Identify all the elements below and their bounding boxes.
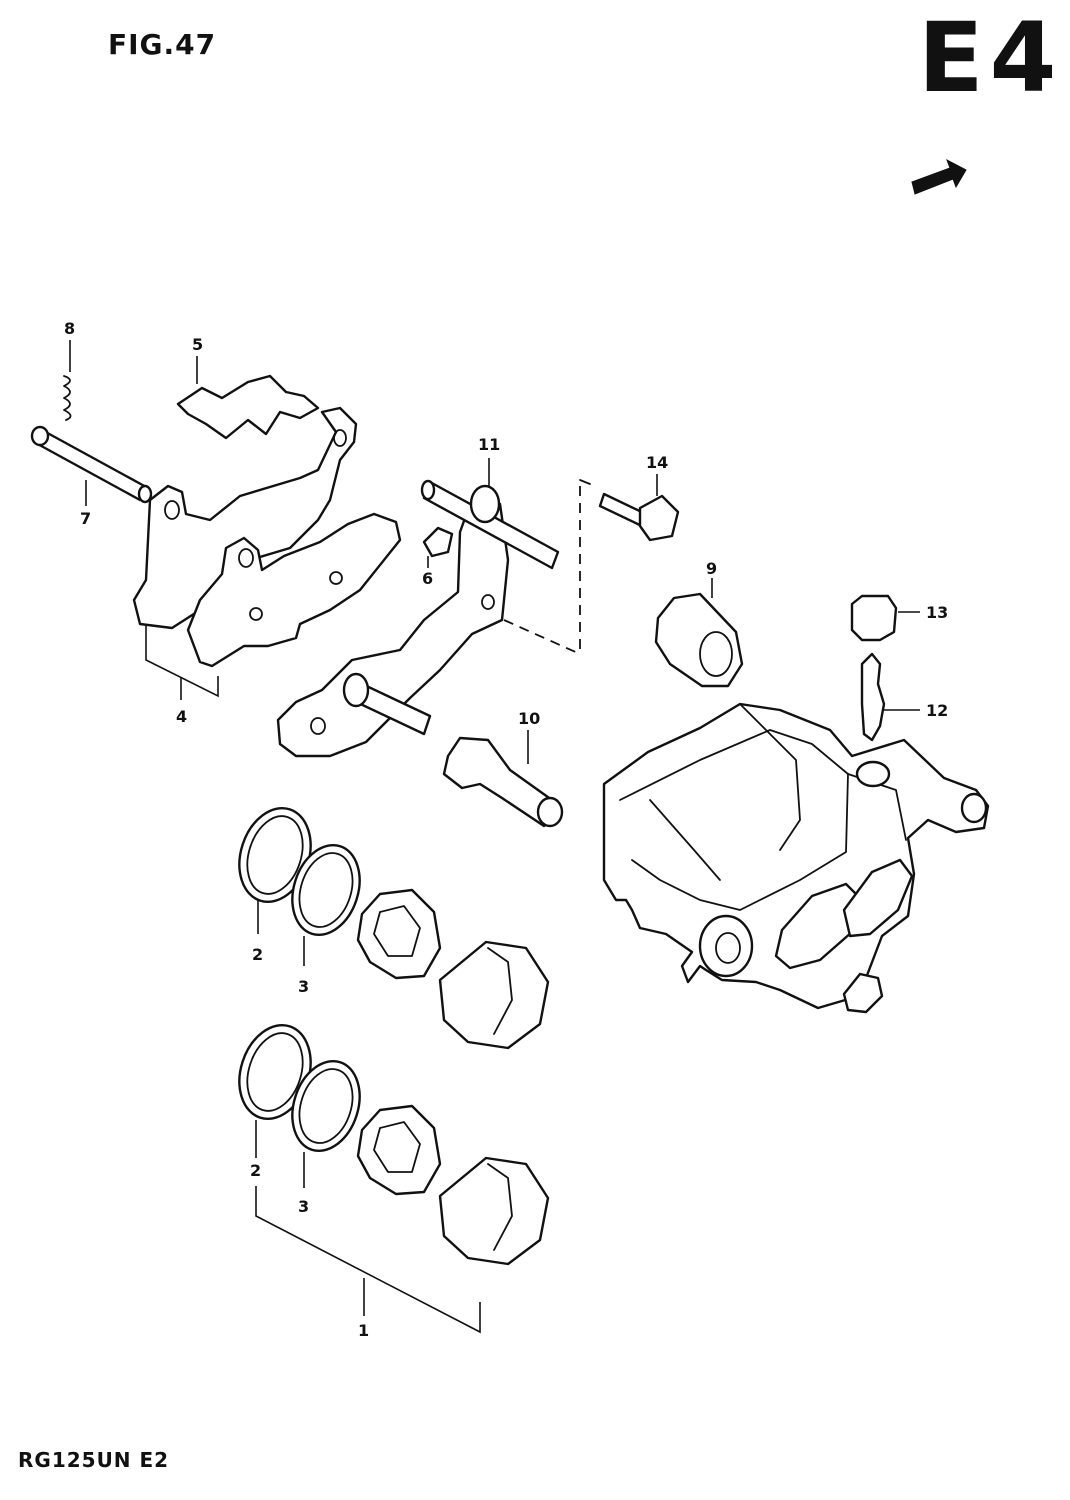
pad-pin-clip <box>63 340 72 421</box>
model-code: RG125UN E2 <box>18 1448 170 1472</box>
caliper-bracket <box>276 458 591 758</box>
pad-spring <box>176 356 320 440</box>
callout-13: 13 <box>926 603 948 622</box>
callout-4: 4 <box>176 707 187 726</box>
callout-11: 11 <box>478 435 500 454</box>
pad-retainer <box>422 526 454 568</box>
callout-5: 5 <box>192 335 203 354</box>
caliper-bolt <box>598 474 680 542</box>
slide-pin-boot <box>654 578 744 688</box>
callout-6: 6 <box>422 569 433 588</box>
callout-2-lower: 2 <box>250 1161 261 1180</box>
caliper-body <box>602 702 990 1014</box>
figure-number: FIG.47 <box>108 28 217 61</box>
region-code: E4 <box>918 2 1063 114</box>
callout-9: 9 <box>706 559 717 578</box>
piston-kit-bracket <box>255 1186 481 1334</box>
callout-10: 10 <box>518 709 540 728</box>
callout-3-upper: 3 <box>298 977 309 996</box>
slide-pin-sleeve <box>442 730 564 828</box>
front-arrow-icon <box>911 158 967 195</box>
piston-seal-set-upper <box>238 806 550 1050</box>
callout-2-upper: 2 <box>252 945 263 964</box>
bleeder-cap <box>850 594 920 642</box>
callout-12: 12 <box>926 701 948 720</box>
piston-seal-set-lower <box>238 1023 550 1266</box>
callout-8: 8 <box>64 319 75 338</box>
callout-14: 14 <box>646 453 668 472</box>
pad-pin <box>30 425 153 506</box>
brake-pad-set <box>132 406 402 700</box>
bleeder-screw <box>860 652 920 742</box>
callout-1: 1 <box>358 1321 369 1340</box>
callout-3-lower: 3 <box>298 1197 309 1216</box>
callout-7: 7 <box>80 509 91 528</box>
